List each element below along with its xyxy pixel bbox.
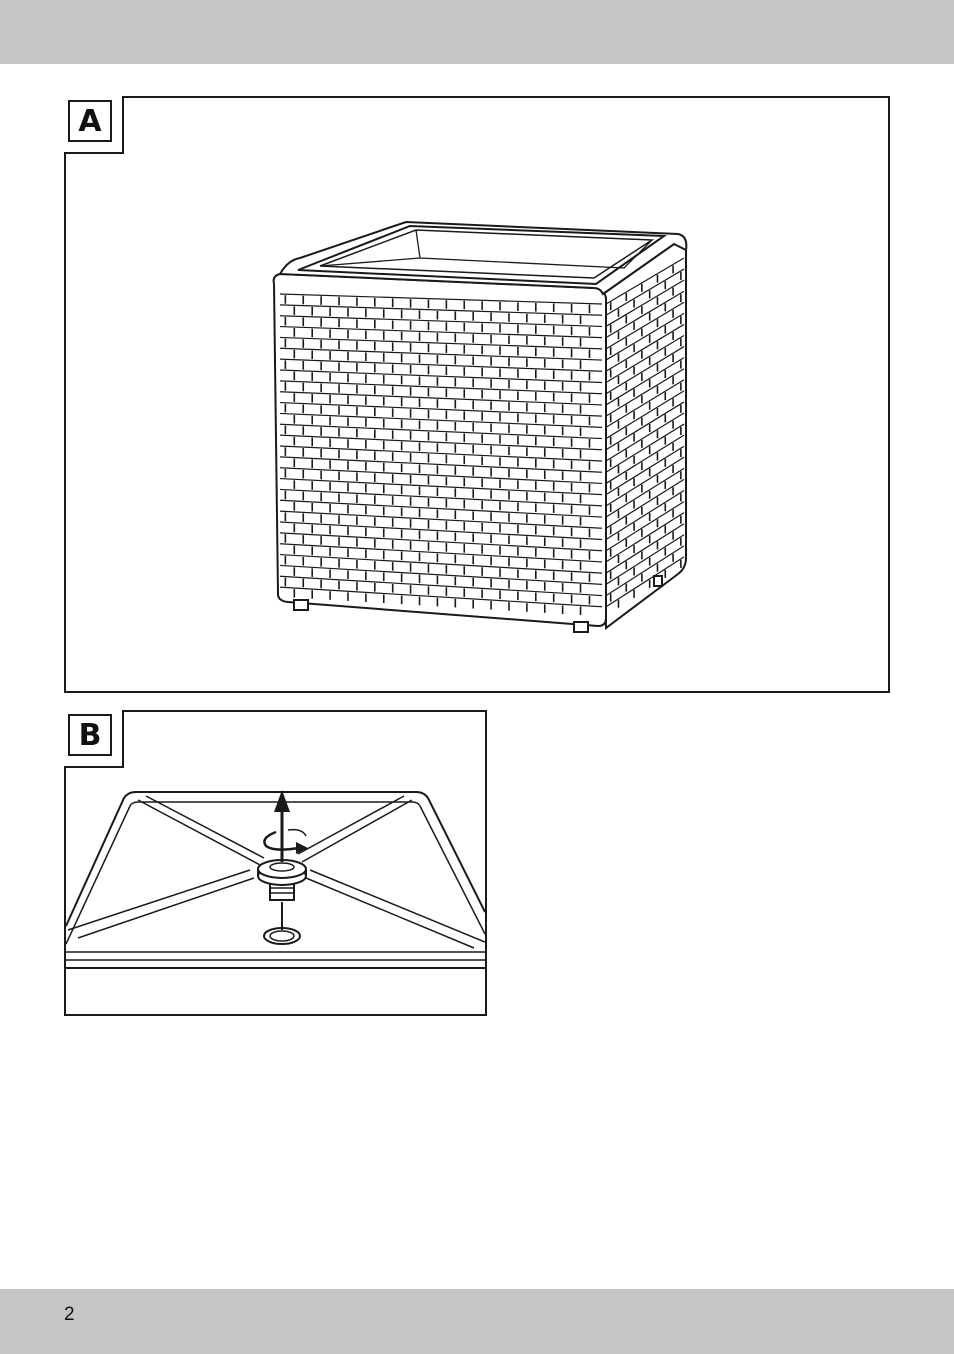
figure-b-panel: B	[64, 710, 487, 1016]
figure-a-panel: A	[64, 96, 890, 693]
footer-band	[0, 1289, 954, 1354]
wicker-planter-illustration	[66, 98, 888, 691]
header-band	[0, 0, 954, 64]
rotate-icon	[264, 830, 308, 854]
arrow-up-icon	[274, 790, 290, 862]
page-number: 2	[64, 1304, 75, 1326]
drain-plug-illustration	[66, 712, 485, 1014]
